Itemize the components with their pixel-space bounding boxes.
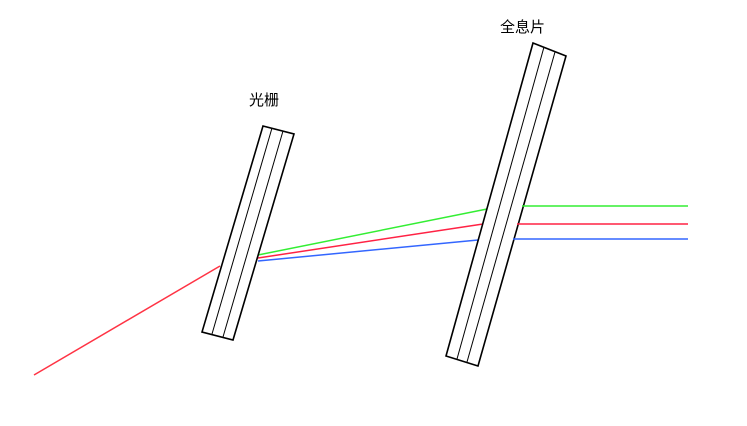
red-diffracted-beam — [257, 223, 484, 259]
grating-label: 光栅 — [249, 91, 279, 109]
incident-beam — [33, 265, 221, 376]
grating-inner-line — [211, 127, 273, 335]
green-diffracted-beam — [257, 208, 488, 256]
grating-outline — [200, 125, 296, 341]
hologram-outline — [445, 41, 567, 368]
hologram-label: 全息片 — [500, 18, 545, 36]
grating-plate — [200, 125, 296, 341]
hologram-plate — [445, 41, 567, 368]
grating-inner-line — [222, 130, 284, 338]
hologram-inner-line — [456, 46, 545, 360]
blue-diffracted-beam — [257, 239, 479, 262]
hologram-inner-line — [466, 51, 556, 363]
